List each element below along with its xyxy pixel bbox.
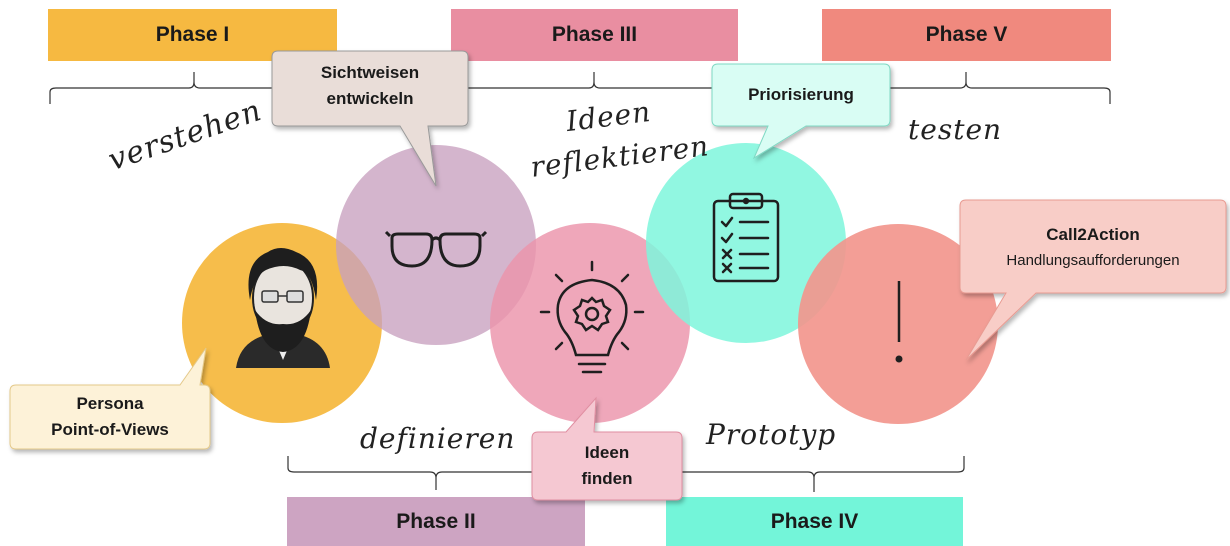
circle-clipboard	[646, 143, 846, 343]
callout-ideen-finden-line1: Ideen	[584, 443, 630, 462]
callout-ideen-finden-line2: finden	[581, 469, 633, 488]
circle-glasses	[336, 145, 536, 345]
callout-persona	[9, 347, 211, 450]
lightbulb-gear-icon	[539, 260, 645, 374]
callout-sichtweisen	[271, 50, 469, 187]
glasses-icon	[384, 230, 488, 268]
callout-priorisierung	[711, 63, 891, 160]
phase-3-bar	[451, 9, 738, 61]
persona-avatar-icon	[236, 248, 330, 368]
callout-sichtweisen-line1: Sichtweisen	[320, 63, 420, 82]
phase-3-label: Phase III	[551, 23, 638, 46]
callout-persona-line1: Persona	[76, 394, 144, 413]
phase-4-label: Phase IV	[770, 509, 859, 533]
callout-persona-line2: Point-of-Views	[51, 420, 169, 439]
callout-call2action-subtitle: Handlungsaufforderungen	[1006, 252, 1180, 269]
word-prototyp: Prototyp	[706, 418, 837, 451]
callout-call2action	[959, 199, 1227, 361]
phase-1-label: Phase I	[155, 23, 230, 46]
clipboard-checklist-icon	[712, 192, 780, 283]
phase-5-bar	[822, 9, 1111, 61]
phase-5-label: Phase V	[925, 23, 1008, 46]
word-definieren: definieren	[360, 422, 516, 455]
phase-2-bar	[287, 497, 585, 546]
callout-ideen-finden	[531, 396, 683, 501]
top-brace	[49, 72, 1111, 104]
callout-persona-text: Persona Point-of-Views	[10, 391, 210, 443]
callout-call2action-title: Call2Action	[1046, 225, 1140, 244]
phase-2-label: Phase II	[396, 509, 476, 533]
callout-priorisierung-label: Priorisierung	[748, 85, 854, 104]
exclamation-icon	[895, 281, 903, 363]
circle-bulb	[490, 223, 690, 423]
callout-sichtweisen-text: Sichtweisen entwickeln	[272, 60, 468, 112]
phase-4-bar	[666, 497, 963, 546]
callout-call2action-text: Call2Action Handlungsaufforderungen	[960, 222, 1226, 274]
callout-sichtweisen-line2: entwickeln	[326, 89, 414, 108]
bottom-brace	[287, 456, 965, 492]
callout-ideen-finden-text: Ideen finden	[532, 440, 682, 492]
word-testen: testen	[908, 113, 1003, 146]
callout-priorisierung-text: Priorisierung	[712, 82, 890, 108]
